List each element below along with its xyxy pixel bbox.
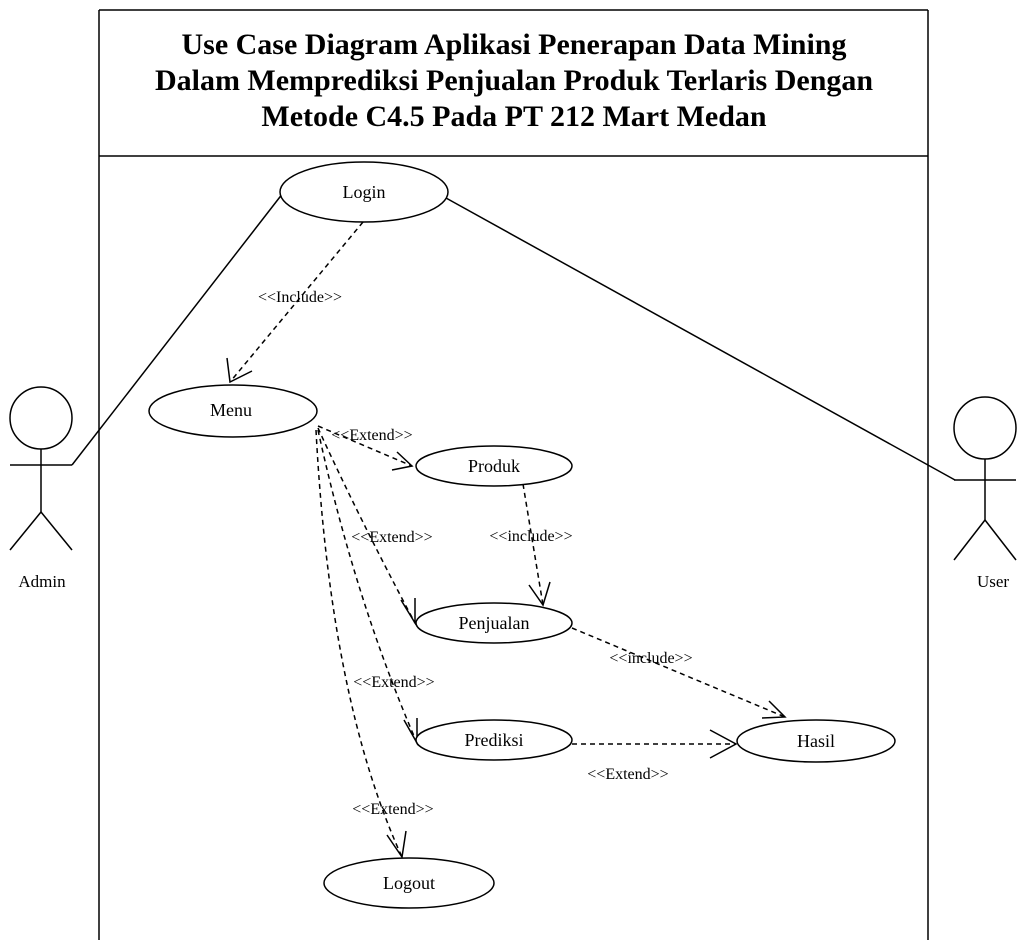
diagram-title-line-2: Dalam Memprediksi Penjualan Produk Terla… bbox=[155, 64, 873, 97]
relation-penjualan-hasil bbox=[571, 627, 787, 719]
actor-admin-label: Admin bbox=[18, 572, 66, 591]
relation-label-menu-penjualan: <<Extend>> bbox=[351, 529, 432, 546]
use-case-menu-label: Menu bbox=[210, 400, 252, 420]
association-login-user bbox=[445, 197, 956, 481]
use-case-login-label: Login bbox=[343, 182, 386, 202]
relation-menu-logout bbox=[315, 429, 407, 859]
use-case-penjualan: Penjualan bbox=[415, 602, 573, 644]
use-case-produk: Produk bbox=[415, 445, 573, 487]
relation-label-menu-logout: <<Extend>> bbox=[352, 801, 433, 818]
use-case-logout: Logout bbox=[323, 857, 495, 909]
diagram-title-line-3: Metode C4.5 Pada PT 212 Mart Medan bbox=[261, 100, 767, 133]
relation-label-penjualan-hasil: <<include>> bbox=[609, 650, 692, 667]
use-case-login: Login bbox=[279, 161, 449, 223]
use-case-logout-label: Logout bbox=[383, 873, 435, 893]
use-case-prediksi: Prediksi bbox=[415, 719, 573, 761]
relation-login-menu bbox=[226, 221, 364, 384]
actor-user-label: User bbox=[977, 572, 1009, 591]
use-case-menu: Menu bbox=[148, 384, 318, 438]
use-case-hasil-label: Hasil bbox=[797, 731, 835, 751]
relation-label-menu-produk: <<Extend>> bbox=[331, 427, 412, 444]
relation-prediksi-hasil bbox=[572, 729, 738, 759]
relation-menu-prediksi bbox=[317, 429, 418, 746]
use-case-prediksi-label: Prediksi bbox=[464, 730, 523, 750]
actor-admin-head bbox=[9, 386, 73, 450]
actor-admin bbox=[9, 386, 73, 551]
relation-label-login-menu: <<Include>> bbox=[258, 289, 342, 306]
relation-label-prediksi-hasil: <<Extend>> bbox=[587, 766, 668, 783]
diagram-title-line-1: Use Case Diagram Aplikasi Penerapan Data… bbox=[181, 28, 846, 61]
association-admin-login bbox=[71, 192, 284, 466]
system-boundary bbox=[98, 9, 929, 940]
relation-label-produk-penjualan: <<include>> bbox=[489, 528, 572, 545]
use-case-penjualan-label: Penjualan bbox=[459, 613, 530, 633]
use-case-produk-label: Produk bbox=[468, 456, 520, 476]
relation-menu-produk bbox=[317, 425, 414, 471]
actor-user bbox=[953, 396, 1017, 561]
relation-produk-penjualan bbox=[522, 483, 551, 607]
relation-menu-penjualan bbox=[317, 427, 416, 626]
actor-user-head bbox=[953, 396, 1017, 460]
use-case-hasil: Hasil bbox=[736, 719, 896, 763]
relation-label-menu-prediksi: <<Extend>> bbox=[353, 674, 434, 691]
